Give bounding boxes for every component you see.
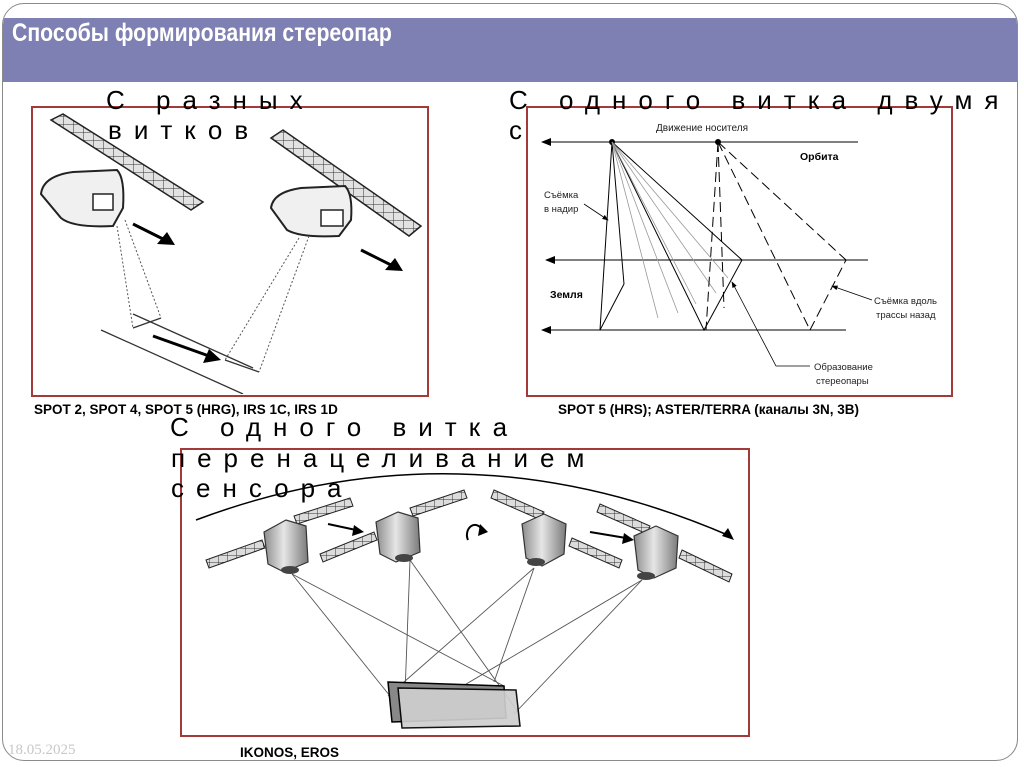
diagram-retargeting bbox=[195, 472, 734, 729]
diagram-two-cameras: Движение носителя Орбита Съёмка в надир … bbox=[541, 123, 937, 387]
label-motion: Движение носителя bbox=[656, 123, 748, 134]
label-stereo-line2: стереопары bbox=[816, 376, 869, 387]
motion-arrow-icon bbox=[327, 523, 364, 536]
heading-two-cameras-line2: с bbox=[509, 115, 534, 145]
heading-different-orbits-line2: витков bbox=[108, 115, 261, 145]
label-nadir-line1: Съёмка bbox=[544, 190, 579, 201]
rotate-icon bbox=[465, 523, 488, 541]
motion-arrow-icon bbox=[360, 248, 403, 271]
label-orbit: Орбита bbox=[800, 151, 839, 163]
ground-arrow-icon bbox=[152, 334, 221, 363]
caption-two-cameras: SPOT 5 (HRS); ASTER/TERRA (каналы 3N, 3B… bbox=[558, 402, 860, 417]
satellite-2-icon bbox=[319, 489, 468, 563]
heading-retargeting-line3: сенсора bbox=[171, 473, 354, 503]
caption-retargeting: IKONOS, EROS bbox=[240, 745, 340, 760]
satellite-3-icon bbox=[490, 489, 623, 569]
satellite-4-icon bbox=[596, 503, 733, 583]
label-stereo-line1: Образование bbox=[814, 362, 873, 373]
footprint-b bbox=[397, 687, 521, 729]
heading-retargeting-line2: перенацеливанием bbox=[171, 443, 597, 473]
satellite-1-icon bbox=[205, 497, 354, 574]
satellite-left-icon bbox=[39, 113, 205, 228]
slide-frame bbox=[2, 3, 1018, 761]
title-bar bbox=[3, 18, 1017, 82]
caption-different-orbits: SPOT 2, SPOT 4, SPOT 5 (HRG), IRS 1C, IR… bbox=[34, 402, 338, 417]
diagram-panel-two-cameras: Движение носителя Орбита Съёмка в надир … bbox=[526, 106, 953, 397]
diagram-different-orbits bbox=[39, 113, 423, 394]
satellite-right-icon bbox=[269, 129, 423, 238]
slide-date: 18.05.2025 bbox=[8, 742, 76, 758]
diagram-panel-different-orbits bbox=[31, 106, 429, 397]
label-back-line2: трассы назад bbox=[876, 310, 936, 321]
slide-title: Способы формирования стереопар bbox=[12, 19, 392, 47]
label-earth: Земля bbox=[550, 289, 583, 301]
label-back-line1: Съёмка вдоль bbox=[874, 296, 937, 307]
label-nadir-line2: в надир bbox=[544, 204, 578, 215]
heading-retargeting-line1: С одного витка bbox=[170, 412, 520, 442]
heading-different-orbits-line1: С разных bbox=[106, 85, 315, 115]
heading-two-cameras-line1: С одного витка двумя bbox=[509, 85, 1011, 115]
diagram-panel-retargeting bbox=[180, 448, 750, 737]
motion-arrow-icon bbox=[589, 531, 634, 544]
motion-arrow-icon bbox=[132, 222, 175, 245]
